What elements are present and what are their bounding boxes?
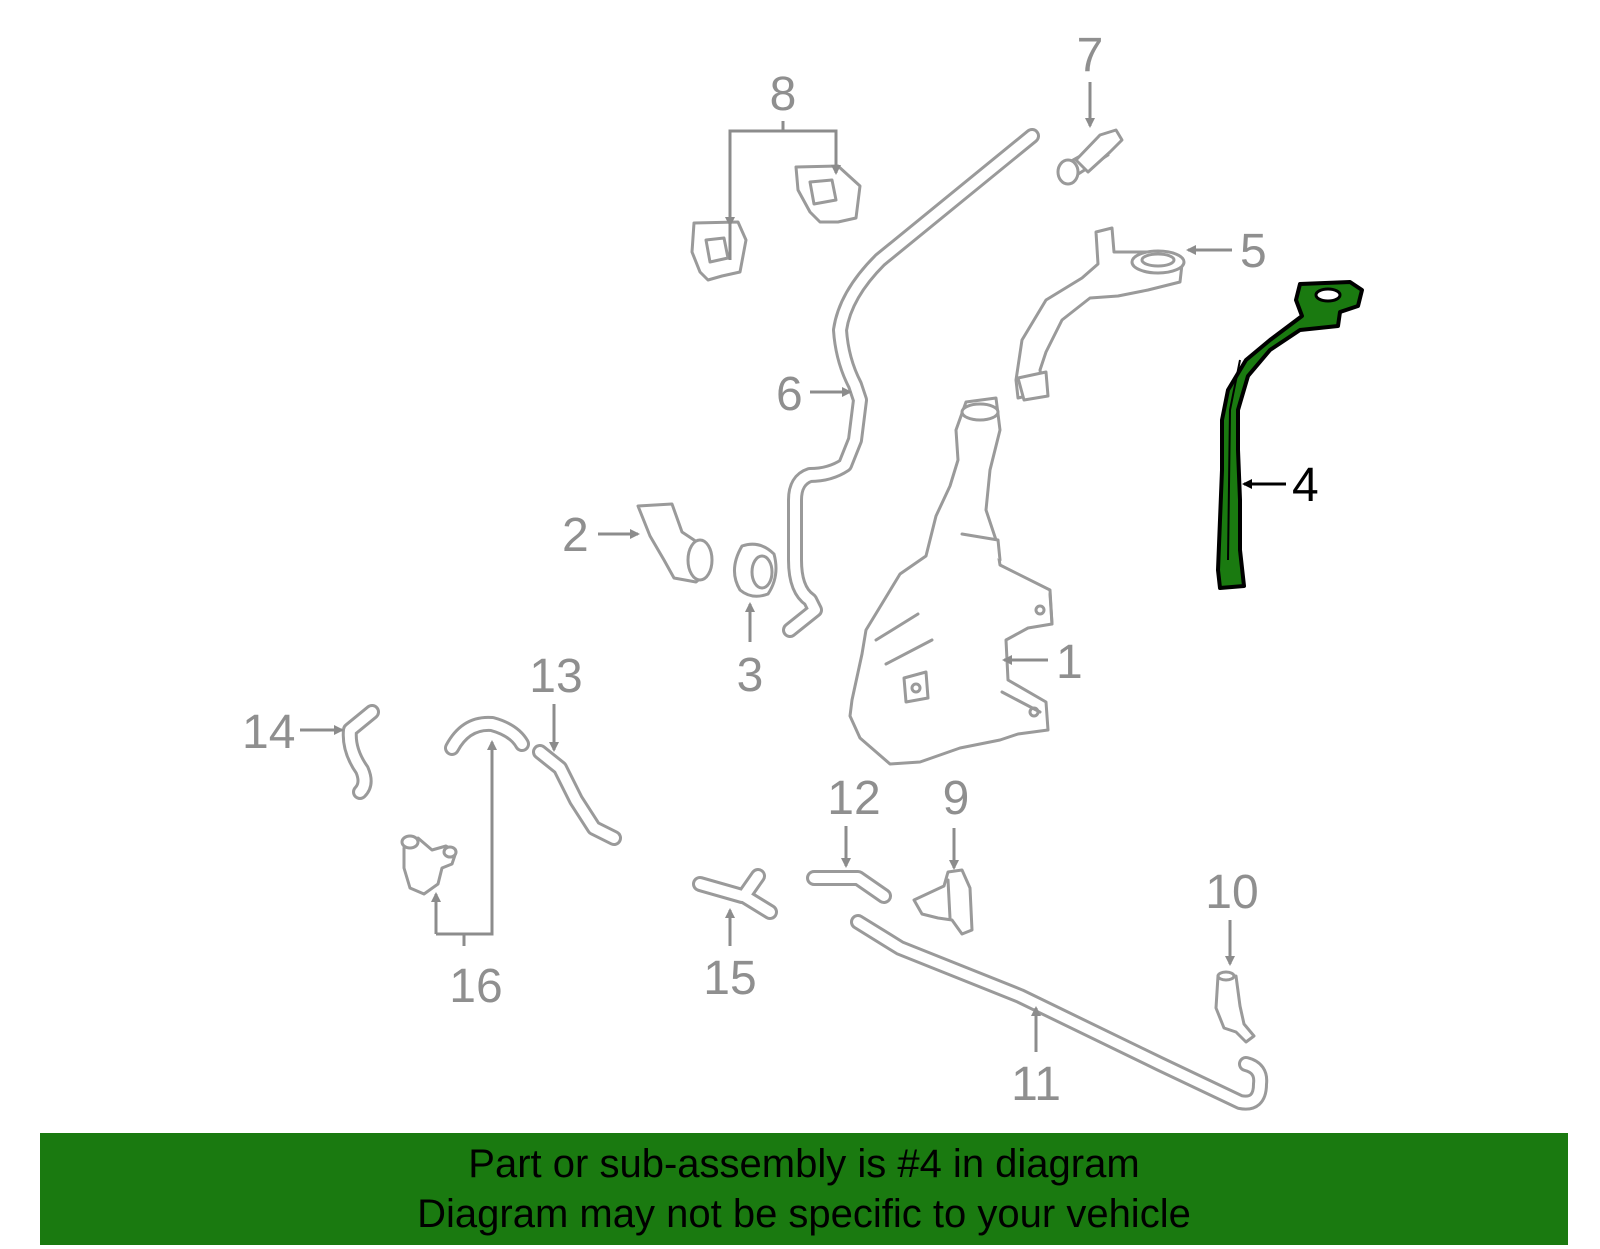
callout-10: 10	[1205, 866, 1259, 966]
callout-12: 12	[827, 772, 881, 868]
svg-text:6: 6	[776, 368, 803, 421]
part-2-elbow[interactable]	[636, 502, 714, 584]
svg-text:11: 11	[1011, 1058, 1061, 1111]
callout-11: 11	[1011, 1006, 1061, 1111]
part-13-hose[interactable]	[532, 744, 622, 846]
svg-text:8: 8	[770, 68, 797, 121]
callout-7: 7	[1077, 29, 1104, 128]
svg-text:2: 2	[562, 509, 589, 562]
part-7-push-pin[interactable]	[1056, 128, 1124, 186]
part-9-bracket[interactable]	[912, 868, 974, 936]
part-12-hose[interactable]	[806, 870, 892, 904]
svg-text:14: 14	[242, 706, 295, 759]
callout-13: 13	[529, 650, 583, 752]
svg-text:3: 3	[737, 649, 764, 702]
callout-1: 1	[1002, 636, 1083, 689]
part-16-elbow-upper[interactable]	[444, 715, 530, 756]
svg-text:5: 5	[1240, 225, 1267, 278]
svg-text:10: 10	[1205, 866, 1258, 919]
banner-line-disclaimer: Diagram may not be specific to your vehi…	[417, 1192, 1191, 1236]
callout-16: 16	[431, 740, 503, 1013]
part-11-hose[interactable]	[850, 914, 1269, 1111]
part-8-clip-left[interactable]	[690, 220, 748, 282]
part-14-hose[interactable]	[341, 704, 380, 800]
callout-3: 3	[737, 602, 764, 702]
svg-text:16: 16	[449, 960, 502, 1013]
svg-text:12: 12	[827, 772, 880, 825]
svg-text:9: 9	[943, 772, 970, 825]
callout-4-highlighted: 4	[1242, 459, 1319, 512]
svg-text:4: 4	[1292, 459, 1319, 512]
part-16-tee-lower[interactable]	[400, 834, 458, 896]
callout-14: 14	[242, 706, 344, 759]
part-5-filler-neck[interactable]	[1014, 226, 1186, 402]
callout-2: 2	[562, 509, 640, 562]
svg-text:15: 15	[703, 952, 756, 1005]
banner-line-part: Part or sub-assembly is #4 in diagram	[468, 1142, 1140, 1186]
callout-5: 5	[1186, 225, 1267, 278]
part-8-clip-right[interactable]	[794, 164, 862, 224]
part-15-tee[interactable]	[692, 868, 778, 920]
callout-8: 8	[725, 68, 841, 260]
svg-text:1: 1	[1056, 636, 1083, 689]
part-1-reservoir-tank[interactable]	[848, 396, 1054, 766]
part-6-hose[interactable]	[782, 128, 1040, 638]
callout-9: 9	[943, 772, 970, 870]
svg-text:7: 7	[1077, 29, 1104, 82]
info-banner: Part or sub-assembly is #4 in diagram Di…	[40, 1133, 1568, 1245]
svg-text:13: 13	[529, 650, 582, 703]
part-3-grommet[interactable]	[733, 542, 778, 598]
part-4-bracket-highlighted[interactable]	[1216, 280, 1364, 590]
callout-15: 15	[703, 908, 757, 1005]
part-10-nozzle[interactable]	[1214, 970, 1256, 1044]
callout-6: 6	[776, 368, 852, 421]
